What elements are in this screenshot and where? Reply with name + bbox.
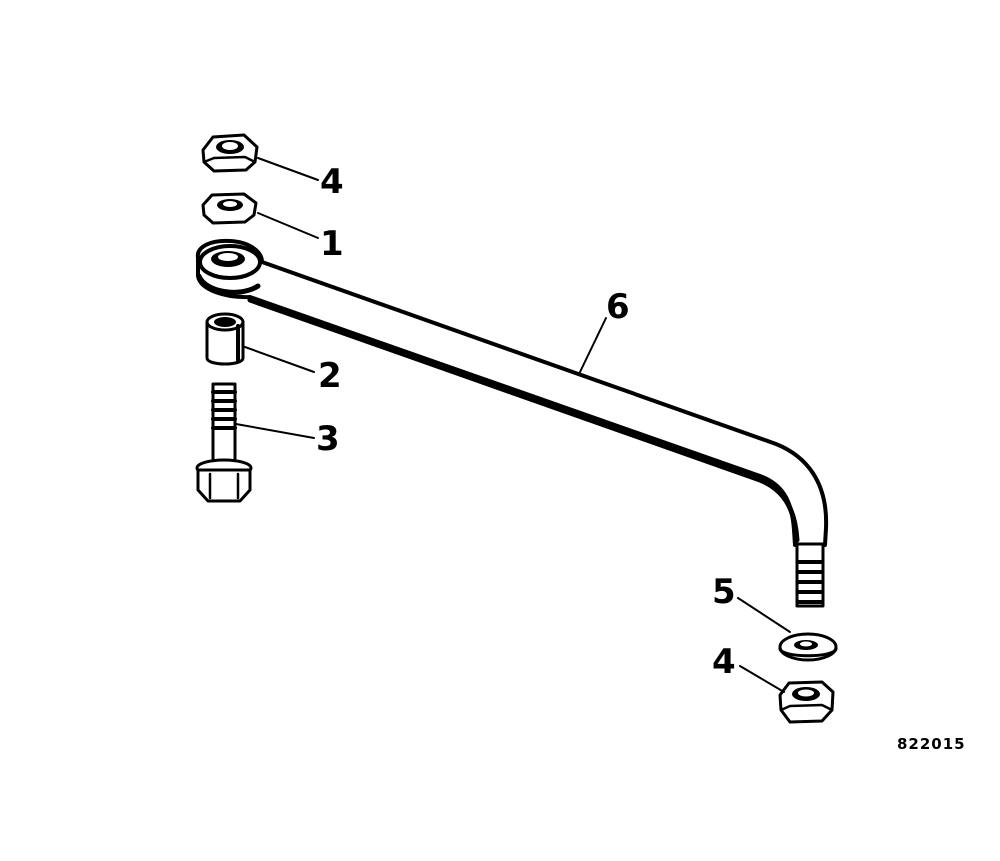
spacer-part [205, 312, 245, 366]
nut-bottom-part [778, 680, 835, 724]
washer-bottom-part [778, 632, 838, 662]
callout-4-bottom: 4 [712, 642, 736, 682]
callout-5: 5 [712, 572, 736, 612]
callout-6: 6 [606, 287, 630, 327]
washer-top-part [201, 192, 258, 225]
nut-top-part [201, 133, 259, 173]
figure-number: 822015 [897, 735, 966, 753]
leader-lines [235, 157, 791, 693]
link-rod-part [195, 238, 829, 608]
callout-4-top: 4 [320, 162, 344, 202]
callout-3: 3 [316, 419, 340, 459]
bolt-part [195, 382, 253, 503]
callout-1: 1 [320, 224, 344, 264]
callout-2: 2 [318, 356, 342, 396]
